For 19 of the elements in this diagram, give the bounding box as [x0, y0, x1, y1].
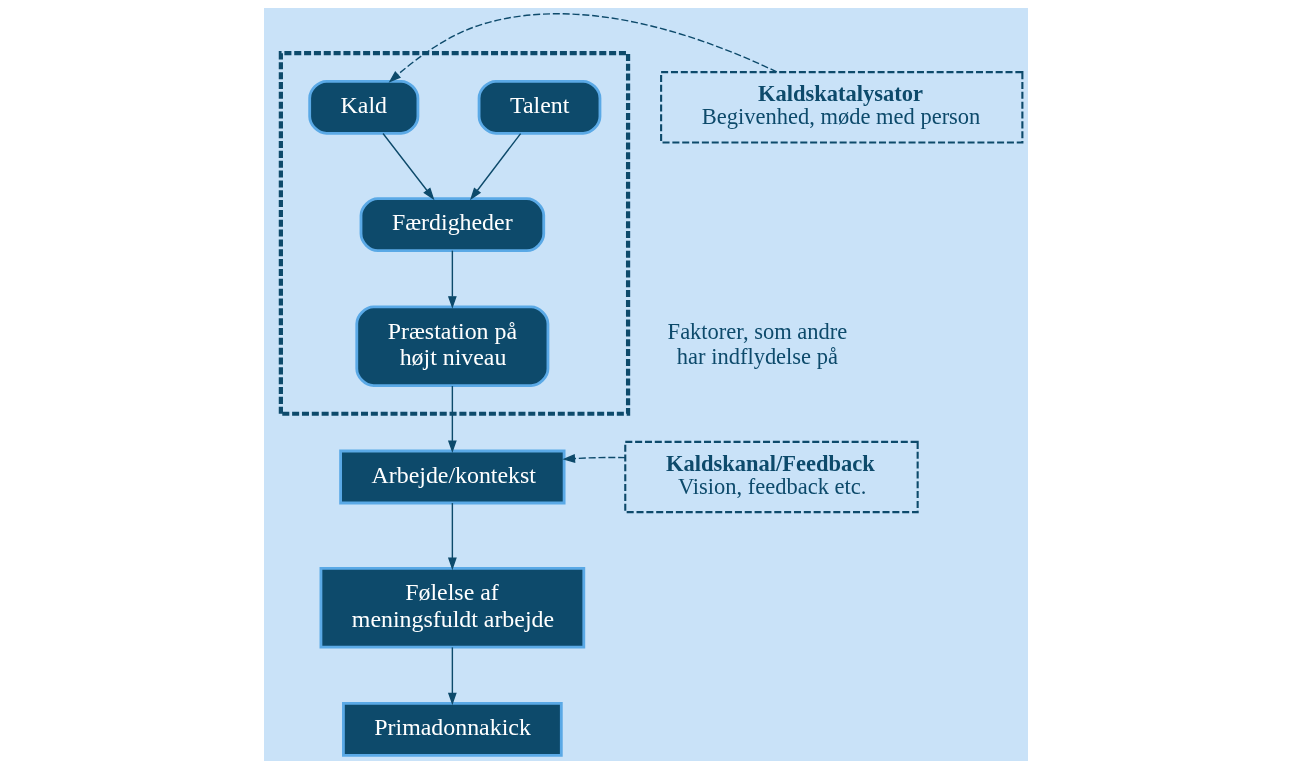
node-box: Talent: [477, 79, 602, 135]
node-box: Kaldskatalysator Begivenhed, møde med person: [660, 71, 1024, 144]
arrow: [447, 502, 457, 571]
node-box: Præstation på højt niveau: [355, 305, 550, 388]
arrow: [447, 385, 457, 454]
node-box: Kald: [308, 79, 420, 135]
node-box: Primadonnakick: [342, 701, 563, 757]
arrow: [388, 13, 778, 83]
node-box: Følelse af meningsfuldt arbejde: [319, 566, 586, 649]
arrow: [447, 250, 457, 309]
node-box: Færdigheder: [359, 197, 546, 253]
node-box: Kaldskanal/Feedback Vision, feedback etc.: [624, 440, 919, 514]
arrow: [469, 132, 522, 201]
arrow: [447, 646, 457, 706]
node-box: Arbejde/kontekst: [339, 449, 566, 505]
cluster: [278, 51, 631, 416]
arrow: [382, 132, 435, 201]
arrow: [562, 454, 626, 463]
label: Faktorer, som andre har indflydelse på: [667, 318, 848, 370]
